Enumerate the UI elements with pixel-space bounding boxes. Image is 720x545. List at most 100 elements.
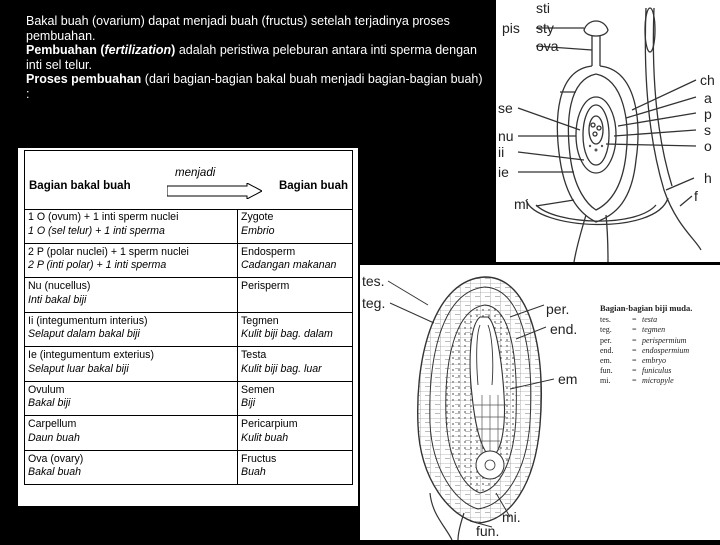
fruit-part-name: Zygote [241, 211, 274, 223]
legend-row: per. = perispermium [600, 336, 692, 346]
legend-key: teg. [600, 325, 612, 335]
label-sti: sti [536, 0, 550, 16]
young-seed-drawing [387, 276, 555, 541]
fruit-part-name: Fructus [241, 452, 277, 465]
label-nu: nu [498, 128, 514, 144]
legend-value: micropyle [642, 376, 674, 386]
arrow-right-icon [167, 183, 262, 199]
ovary-part-translation: 2 P (inti polar) + 1 inti sperma [28, 259, 167, 271]
label-ii: ii [498, 144, 505, 160]
label-s: s [704, 122, 711, 138]
header-becomes: menjadi [175, 167, 216, 179]
legend-equals: = [632, 366, 637, 376]
legend-key: em. [600, 356, 612, 366]
ovary-part-translation: Bakal buah [28, 466, 82, 478]
ovary-part-name: 2 P (polar nuclei) + 1 sperm nuclei [28, 245, 189, 258]
header-fruit-parts: Bagian buah [278, 180, 348, 192]
ovary-part-name: 1 O (ovum) + 1 inti sperm nuclei [28, 211, 179, 223]
legend-row: em.=embryo [600, 356, 692, 366]
label-pis: pis [502, 20, 520, 36]
fertilization-term-italic: fertilization [104, 43, 172, 58]
cell-ovary-part: Ie (integumentum exterius)Selaput luar b… [25, 347, 238, 381]
fruit-part-name: Perisperm [241, 280, 290, 292]
cell-ovary-part: Ova (ovary)Bakal buah [25, 450, 238, 485]
process-definition: (dari bagian-bagian bakal buah menjadi b… [26, 72, 483, 101]
label-p: p [704, 106, 712, 122]
fertilization-table: Bagian bakal buah menjadi Bagian buah 1 … [24, 150, 353, 485]
ovary-part-name: Ova (ovary) [28, 452, 84, 465]
fruit-part-translation: Embrio [241, 224, 275, 237]
cell-ovary-part: Nu (nucellus)Inti bakal biji [25, 278, 238, 312]
legend-value: endospermium [642, 345, 690, 355]
intro-line-3: Proses pembuahan (dari bagian-bagian bak… [26, 72, 486, 101]
label-per: per. [546, 301, 570, 317]
fruit-part-name: Pericarpium [241, 418, 298, 430]
fruit-part-translation: Cadangan makanan [241, 259, 337, 271]
seed-legend-title: Bagian-bagian biji muda. [600, 303, 693, 313]
young-seed-diagram: tes. teg. per. end. em mi. fun. Bagian-b… [360, 265, 720, 541]
label-a: a [704, 90, 712, 106]
intro-line-2: Pembuahan (fertilization) adalah peristi… [26, 43, 486, 72]
legend-row: teg.=tegmen [600, 325, 692, 335]
pistil-drawing [517, 7, 702, 263]
fruit-part-translation: Kulit biji bag. dalam [241, 328, 333, 340]
legend-value: testa [642, 315, 658, 325]
legend-equals: = [632, 335, 637, 345]
fruit-part-name: Endosperm [241, 245, 296, 258]
pistil-diagram: sti pis sty ova ch a p s o se nu ii ie m… [496, 0, 720, 263]
label-tes: tes. [362, 273, 385, 289]
fruit-part-translation: Kulit buah [241, 431, 289, 444]
legend-equals: = [632, 376, 637, 386]
intro-text: Bakal buah (ovarium) dapat menjadi buah … [26, 14, 486, 102]
cell-ovary-part: Ii (integumentum interius)Selaput dalam … [25, 312, 238, 346]
label-sty: sty [536, 20, 554, 36]
label-o: o [704, 138, 712, 154]
label-ie: ie [498, 164, 509, 180]
label-end: end. [550, 321, 578, 337]
fertilization-term-b: ) [171, 43, 176, 58]
label-ch: ch [700, 72, 715, 88]
label-ova: ova [536, 38, 559, 54]
fruit-part-name: Testa [241, 349, 267, 361]
label-em: em [558, 371, 578, 387]
legend-equals: = [632, 315, 637, 325]
ovary-part-name: Carpellum [28, 418, 77, 430]
legend-value: perispermium [642, 335, 687, 345]
fruit-part-name: Tegmen [241, 314, 279, 327]
legend-value: tegmen [642, 325, 666, 335]
legend-equals: = [632, 345, 637, 355]
ovary-part-translation: Bakal biji [28, 397, 71, 409]
cell-fruit-part: Perisperm [238, 278, 352, 312]
legend-value: funiculus [642, 366, 672, 376]
fertilization-definition: adalah peristiwa peleburan antara inti s… [26, 43, 477, 72]
label-fun: fun. [476, 523, 500, 539]
ovary-part-name: Ovulum [28, 383, 65, 396]
ovary-part-translation: Inti bakal biji [28, 293, 87, 306]
legend-key: mi. [600, 376, 611, 386]
label-se: se [498, 100, 513, 116]
ovary-part-translation: Daun buah [28, 431, 80, 444]
legend-key: per. [600, 335, 612, 345]
fruit-part-translation: Kulit biji bag. luar [241, 362, 322, 375]
process-term: Proses pembuahan [26, 72, 142, 87]
label-h: h [704, 170, 712, 186]
ovary-part-translation: Selaput luar bakal biji [28, 362, 129, 375]
ovary-part-name: Nu (nucellus) [28, 280, 91, 292]
label-teg: teg. [362, 295, 386, 311]
